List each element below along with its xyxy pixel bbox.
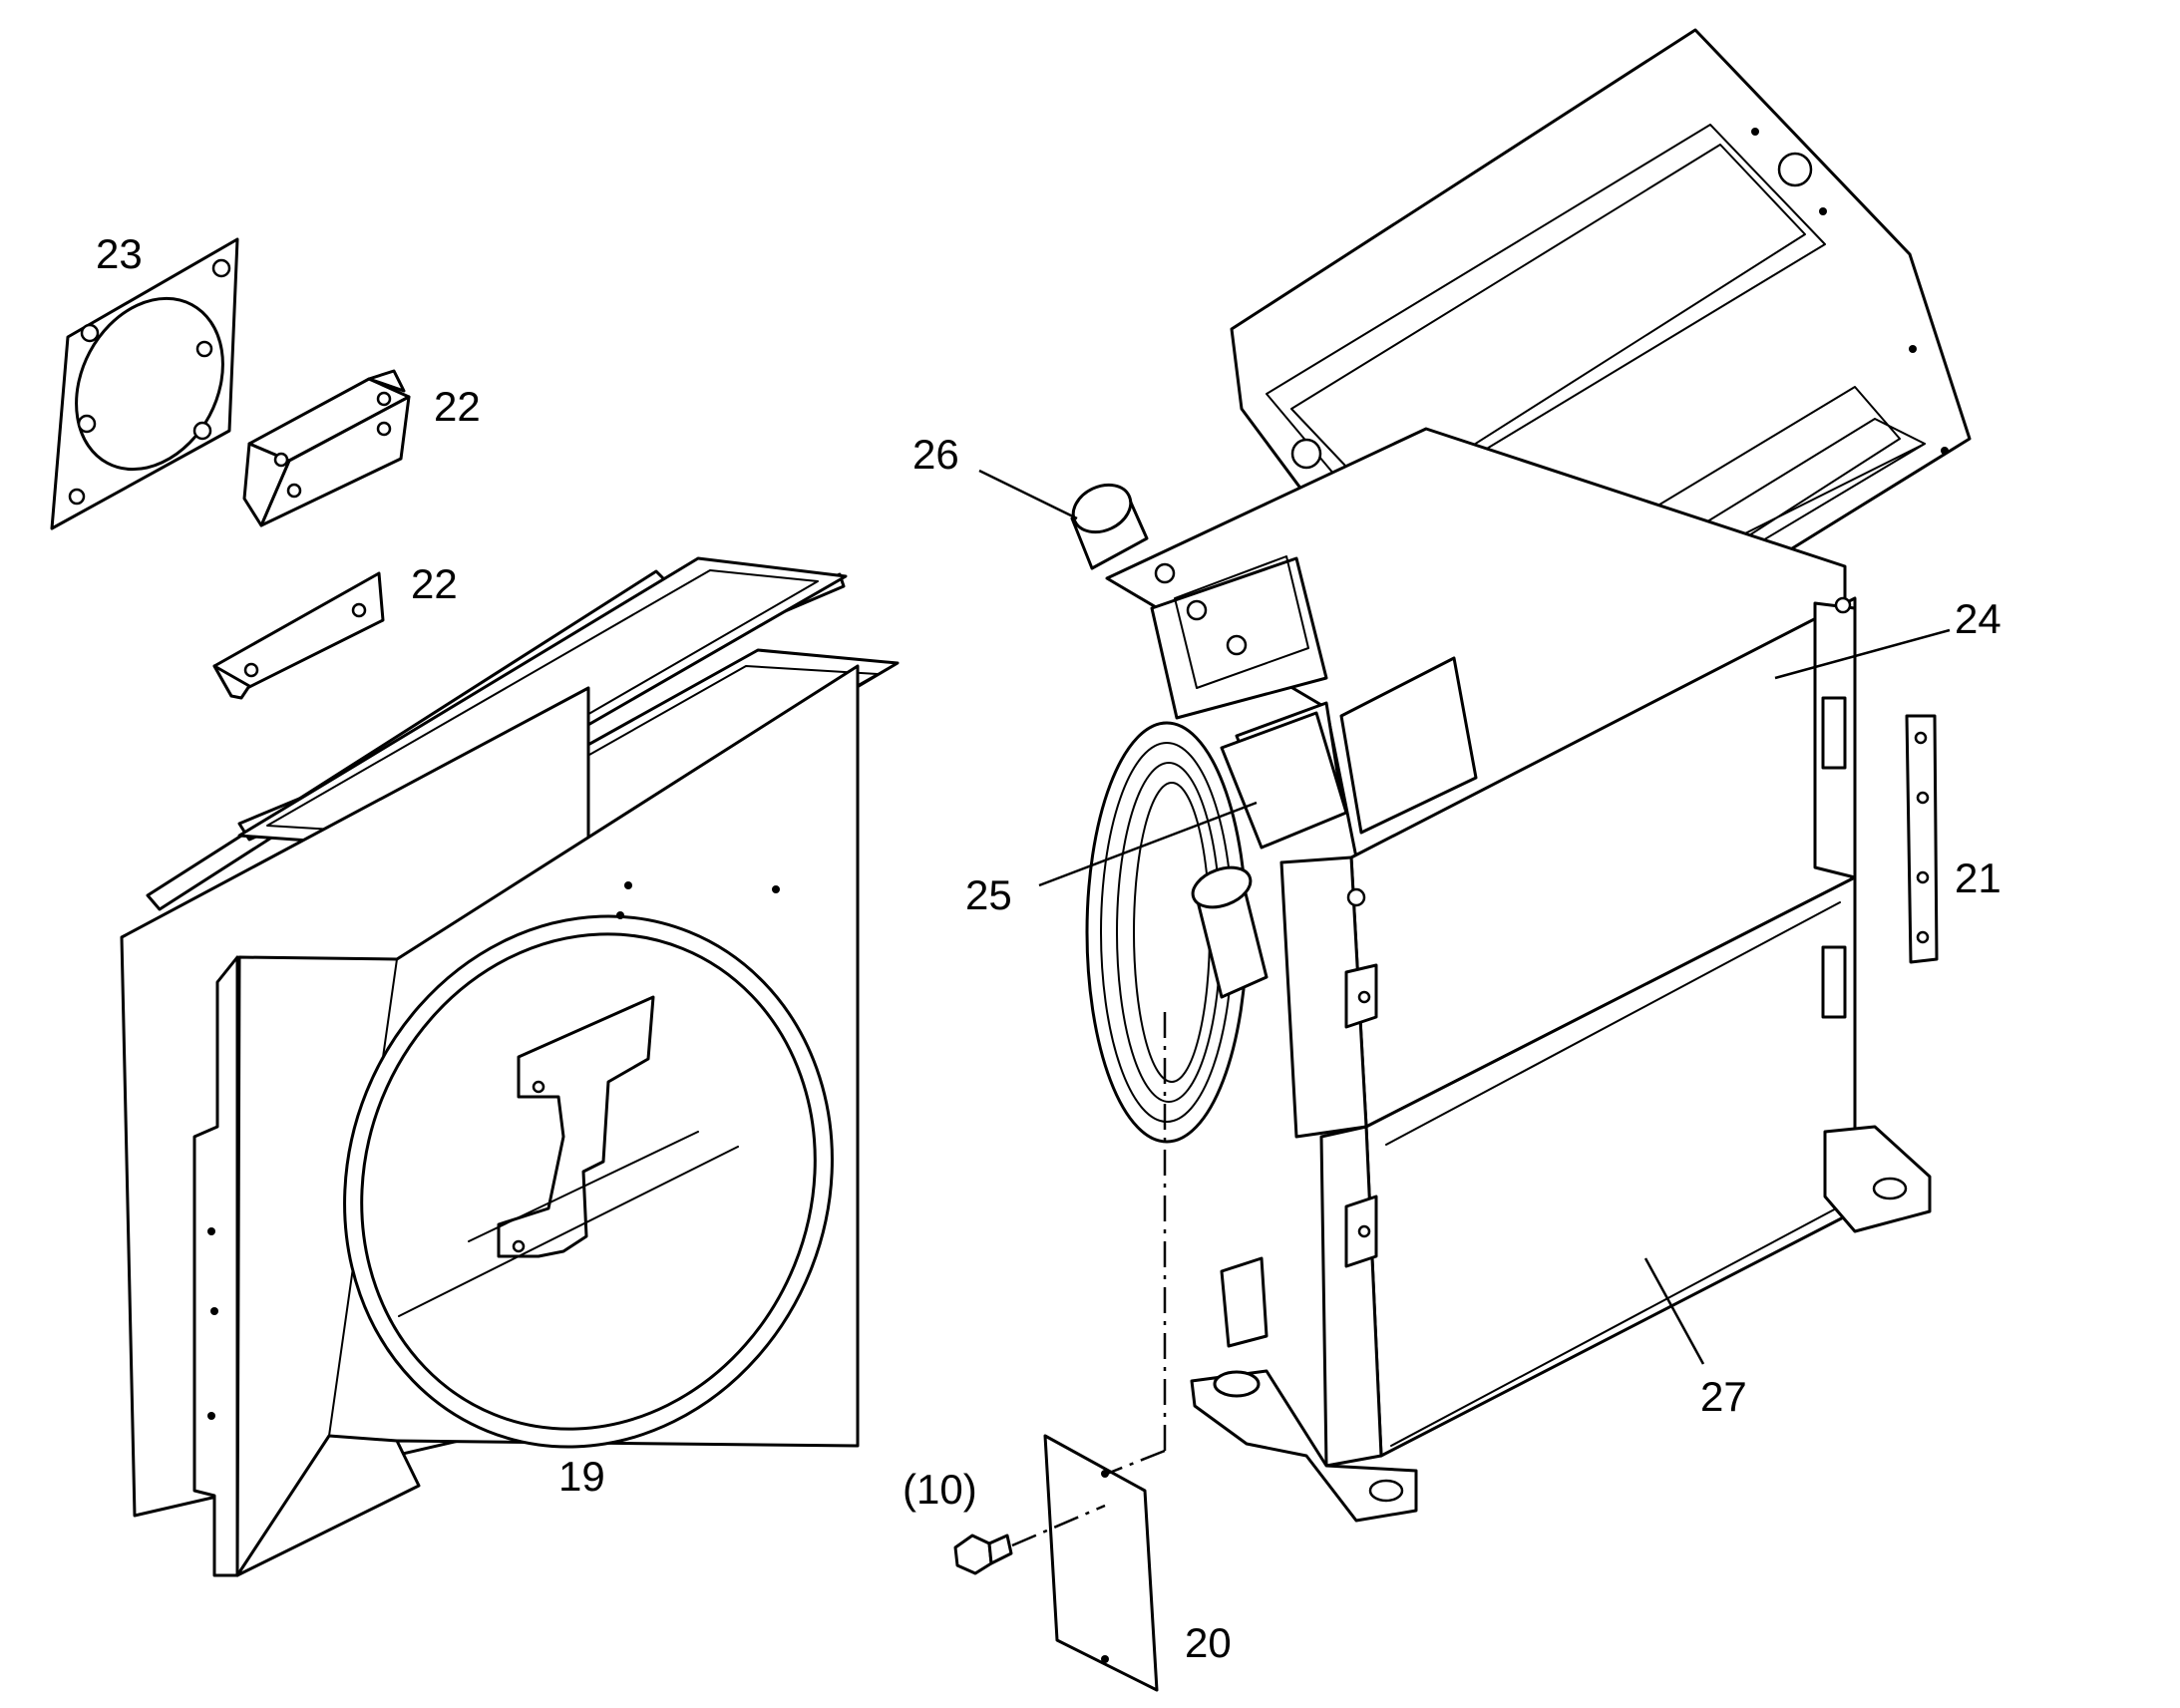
part-24-upper-cooler: [1105, 427, 1857, 1139]
callout-labels: 23 22 22 26 24 21 25 27 19 (10) 20: [96, 230, 2001, 1666]
callout-23: 23: [96, 230, 143, 277]
callout-24: 24: [1955, 595, 2001, 642]
callout-22-upper: 22: [434, 383, 481, 430]
part-27-lower-cooler: [1190, 865, 1932, 1523]
callout-27: 27: [1700, 1373, 1747, 1420]
callout-21: 21: [1955, 854, 2001, 901]
part-20-cover-plate: [1043, 1434, 1159, 1692]
part-23-gasket-plate: [50, 237, 239, 530]
callout-20: 20: [1185, 1619, 1232, 1666]
part-25-pipe-block: [1220, 711, 1348, 850]
fan-blades: [1085, 721, 1249, 1144]
part-22-upper-bracket: [242, 369, 411, 527]
part-10-bolt: [953, 1534, 1013, 1575]
leader-lines: [978, 469, 1951, 1547]
part-19-fan-shroud: [120, 556, 900, 1577]
callout-19: 19: [558, 1453, 605, 1500]
part-26-air-tube: [1070, 483, 1149, 570]
part-21-strip: [1905, 714, 1939, 964]
part-22-lower-strap: [212, 571, 385, 700]
callout-25: 25: [965, 871, 1012, 918]
callout-10: (10): [903, 1466, 977, 1513]
callout-26: 26: [912, 431, 959, 478]
callout-22-lower: 22: [411, 560, 458, 607]
